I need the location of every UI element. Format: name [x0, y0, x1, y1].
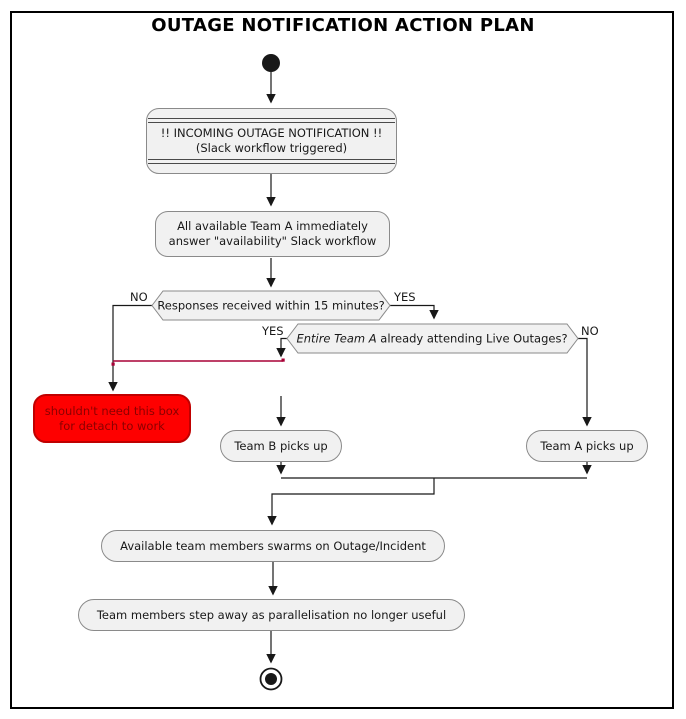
decision-team-attending-shape	[286, 323, 579, 354]
decision-responses-shape	[151, 290, 391, 321]
end-node-dot	[265, 673, 277, 685]
separator-line	[148, 118, 395, 123]
activity-availability-answer: All available Team A immediately answer …	[155, 211, 390, 257]
activity-availability-line2: answer "availability" Slack workflow	[168, 234, 377, 248]
start-node	[262, 54, 280, 72]
activity-incoming-notification: !! INCOMING OUTAGE NOTIFICATION !! (Slac…	[146, 108, 397, 174]
separator-line	[148, 159, 395, 164]
activity-team-a-picks-up: Team A picks up	[526, 430, 648, 462]
decision-team-attending-label-rest: already attending Live Outages?	[376, 331, 568, 346]
edge-label-yes-responses: YES	[394, 290, 416, 304]
activity-swarm: Available team members swarms on Outage/…	[101, 530, 445, 562]
activity-step-away: Team members step away as parallelisatio…	[78, 599, 465, 631]
detach-note-line1: shouldn't need this box	[44, 403, 180, 418]
activity-team-a-label: Team A picks up	[540, 438, 634, 453]
edge-label-no-responses: NO	[130, 290, 148, 304]
detach-note-box: shouldn't need this box for detach to wo…	[33, 394, 191, 443]
activity-team-b-picks-up: Team B picks up	[220, 430, 342, 462]
activity-swarm-label: Available team members swarms on Outage/…	[120, 538, 426, 553]
decision-team-attending-label: Entire Team A already attending Live Out…	[296, 331, 568, 346]
edge-label-no-attending: NO	[581, 324, 599, 338]
activity-step-away-label: Team members step away as parallelisatio…	[96, 607, 447, 622]
activity-incoming-line2: (Slack workflow triggered)	[195, 141, 348, 155]
detach-dot-left	[111, 362, 115, 366]
diagram-title: OUTAGE NOTIFICATION ACTION PLAN	[151, 15, 535, 36]
decision-responses-label: Responses received within 15 minutes?	[157, 298, 385, 313]
diagram-frame	[10, 11, 674, 709]
activity-availability-line1: All available Team A immediately	[177, 219, 368, 233]
activity-incoming-line1: !! INCOMING OUTAGE NOTIFICATION !!	[160, 126, 383, 140]
decision-team-attending-label-italic: Entire Team A	[296, 331, 377, 346]
detach-dot-right	[281, 358, 285, 362]
detach-note-line2: for detach to work	[59, 418, 165, 433]
activity-team-b-label: Team B picks up	[234, 438, 328, 453]
edge-label-yes-attending: YES	[262, 324, 284, 338]
